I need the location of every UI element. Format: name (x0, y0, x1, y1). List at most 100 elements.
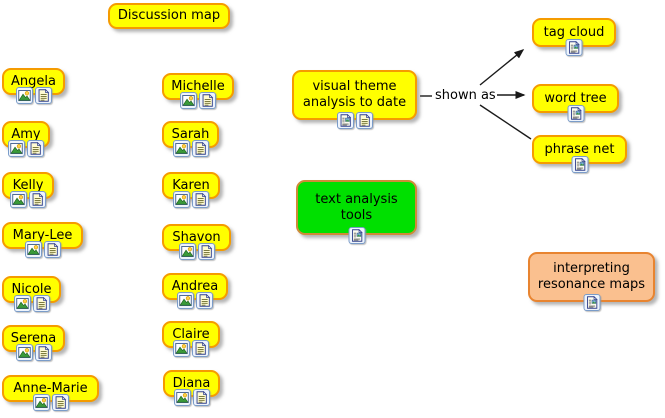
note-icon[interactable] (43, 241, 61, 258)
node-label: Discussion map (117, 8, 221, 24)
node-bubble[interactable]: text analysis tools (296, 180, 417, 235)
attachment-icons (565, 39, 583, 56)
node-diana[interactable]: Diana (163, 370, 220, 406)
node-michelle[interactable]: Michelle (162, 73, 234, 109)
note-icon[interactable] (192, 340, 209, 357)
node-label: Shavon (172, 229, 221, 245)
node-discussion-map[interactable]: Discussion map (108, 3, 230, 29)
image-icon[interactable] (15, 87, 33, 104)
image-icon[interactable] (178, 243, 196, 260)
node-label: Claire (172, 326, 210, 342)
note-icon[interactable] (34, 344, 52, 361)
edge-shown-as-tag-cloud (479, 49, 525, 86)
attachment-icons (173, 340, 209, 357)
node-label: Serena (10, 330, 57, 346)
image-icon[interactable] (173, 389, 191, 406)
report-icon[interactable] (567, 105, 584, 122)
attachment-icons (348, 227, 365, 244)
node-word-tree[interactable]: word tree (532, 84, 619, 122)
node-bubble[interactable]: Nicole (2, 276, 61, 303)
image-icon[interactable] (180, 92, 197, 109)
image-icon[interactable] (177, 292, 194, 309)
attachment-icons (32, 394, 69, 411)
node-label: Sarah (171, 126, 210, 142)
attachment-icons (178, 243, 215, 260)
node-bubble[interactable]: interpreting resonance maps (528, 252, 655, 302)
node-bubble[interactable]: Shavon (162, 224, 231, 251)
node-bubble[interactable]: Serena (2, 325, 65, 352)
node-label: interpreting resonance maps (537, 261, 646, 292)
node-anne-marie[interactable]: Anne-Marie (2, 375, 99, 411)
node-bubble[interactable]: Anne-Marie (2, 375, 99, 402)
note-icon[interactable] (192, 389, 210, 406)
attachment-icons (8, 140, 44, 157)
attachment-icons (24, 241, 61, 258)
node-serena[interactable]: Serena (2, 325, 65, 361)
node-bubble[interactable]: Michelle (162, 73, 234, 100)
report-icon[interactable] (571, 156, 588, 173)
node-claire[interactable]: Claire (162, 321, 220, 357)
node-visual-theme-analysis[interactable]: visual theme analysis to date (292, 70, 417, 129)
attachment-icons (15, 344, 52, 361)
attachment-icons (13, 295, 50, 312)
report-icon[interactable] (565, 39, 583, 56)
note-icon[interactable] (355, 112, 373, 129)
node-bubble[interactable]: Diana (163, 370, 220, 397)
note-icon[interactable] (51, 394, 69, 411)
node-angela[interactable]: Angela (2, 68, 65, 104)
node-andrea[interactable]: Andrea (162, 273, 228, 309)
node-bubble[interactable]: Discussion map (108, 3, 230, 29)
image-icon[interactable] (32, 394, 50, 411)
node-bubble[interactable]: Karen (162, 172, 220, 199)
node-interpreting-resonance-maps[interactable]: interpreting resonance maps (528, 252, 655, 311)
note-icon[interactable] (197, 243, 215, 260)
node-label: Kelly (12, 177, 44, 193)
note-icon[interactable] (199, 92, 216, 109)
node-bubble[interactable]: Andrea (162, 273, 228, 300)
attachment-icons (336, 112, 373, 129)
node-text-analysis-tools[interactable]: text analysis tools (296, 180, 417, 244)
image-icon[interactable] (15, 344, 33, 361)
node-nicole[interactable]: Nicole (2, 276, 61, 312)
attachment-icons (180, 92, 216, 109)
note-icon[interactable] (191, 140, 209, 157)
node-amy[interactable]: Amy (2, 121, 50, 157)
edge-label-shown-as[interactable]: shown as (435, 88, 496, 103)
attachment-icons (10, 191, 46, 208)
node-mary-lee[interactable]: Mary-Lee (2, 222, 83, 258)
image-icon[interactable] (13, 295, 31, 312)
attachment-icons (177, 292, 213, 309)
report-icon[interactable] (336, 112, 354, 129)
node-bubble[interactable]: Sarah (162, 121, 219, 148)
note-icon[interactable] (34, 87, 52, 104)
node-label: Angela (11, 73, 56, 89)
image-icon[interactable] (172, 140, 190, 157)
node-sarah[interactable]: Sarah (162, 121, 219, 157)
note-icon[interactable] (196, 292, 213, 309)
node-label: word tree (544, 90, 607, 106)
attachment-icons (571, 156, 588, 173)
image-icon[interactable] (24, 241, 42, 258)
node-bubble[interactable]: Mary-Lee (2, 222, 83, 249)
report-icon[interactable] (583, 294, 600, 311)
node-label: visual theme analysis to date (302, 79, 407, 110)
node-bubble[interactable]: visual theme analysis to date (292, 70, 417, 120)
node-shavon[interactable]: Shavon (162, 224, 231, 260)
node-phrase-net[interactable]: phrase net (532, 135, 627, 173)
image-icon[interactable] (173, 191, 190, 208)
attachment-icons (173, 191, 209, 208)
image-icon[interactable] (10, 191, 27, 208)
note-icon[interactable] (192, 191, 209, 208)
node-karen[interactable]: Karen (162, 172, 220, 208)
image-icon[interactable] (8, 140, 25, 157)
report-icon[interactable] (348, 227, 365, 244)
note-icon[interactable] (29, 191, 46, 208)
node-bubble[interactable]: Claire (162, 321, 220, 348)
node-tag-cloud[interactable]: tag cloud (532, 18, 616, 56)
note-icon[interactable] (32, 295, 50, 312)
image-icon[interactable] (173, 340, 190, 357)
node-kelly[interactable]: Kelly (2, 172, 54, 208)
note-icon[interactable] (27, 140, 44, 157)
node-bubble[interactable]: Angela (2, 68, 65, 95)
